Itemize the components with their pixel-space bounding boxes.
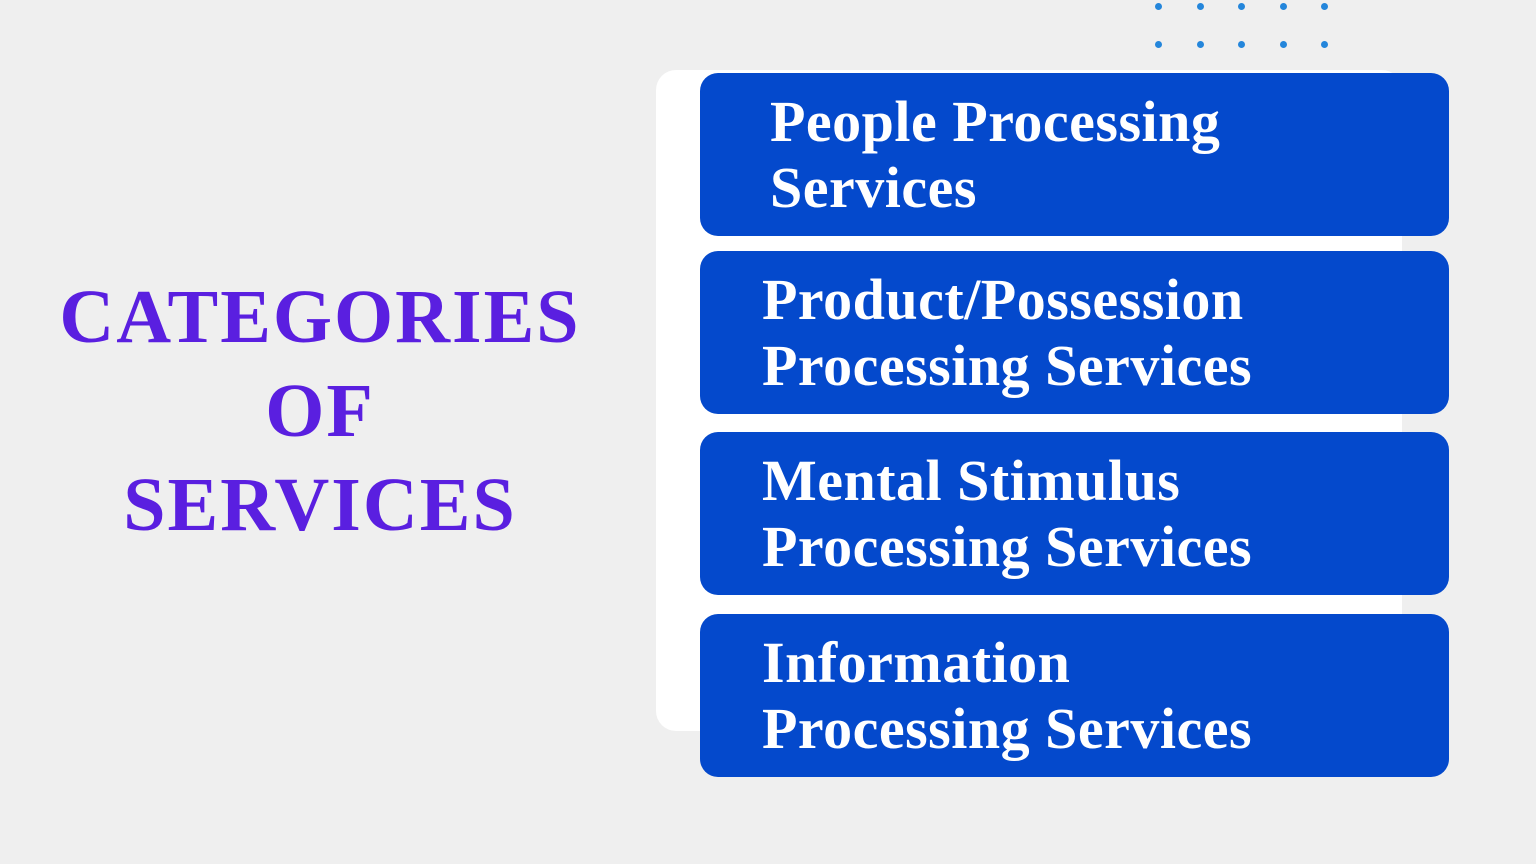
dot-icon [1155, 41, 1162, 48]
dot-icon [1238, 41, 1245, 48]
card-line: Processing Services [762, 695, 1253, 761]
dot-icon [1196, 3, 1204, 10]
decorative-dot-grid [1153, 1, 1331, 50]
category-card-mental-stimulus: Mental Stimulus Processing Services [700, 432, 1449, 595]
card-line: Product/Possession [762, 266, 1244, 332]
title-line: SERVICES [123, 463, 517, 547]
dot-icon [1321, 3, 1328, 10]
card-line: Processing Services [762, 513, 1253, 579]
dot-icon [1196, 41, 1204, 48]
title-line: OF [265, 369, 375, 453]
dot-icon [1279, 3, 1287, 10]
card-line: Processing Services [762, 332, 1253, 398]
card-line: People Processing [770, 88, 1221, 154]
category-card-possession: Product/Possession Processing Services [700, 251, 1449, 414]
category-card-people: People Processing Services [700, 73, 1449, 236]
card-line: Information [762, 629, 1071, 695]
category-card-information: Information Processing Services [700, 614, 1449, 777]
dot-icon [1321, 41, 1328, 48]
dot-icon [1238, 3, 1245, 10]
page-title: CATEGORIES OF SERVICES [30, 270, 610, 552]
card-line: Services [770, 154, 977, 220]
title-line: CATEGORIES [59, 275, 581, 359]
dot-icon [1279, 41, 1287, 48]
card-line: Mental Stimulus [762, 447, 1181, 513]
dot-icon [1155, 3, 1162, 10]
